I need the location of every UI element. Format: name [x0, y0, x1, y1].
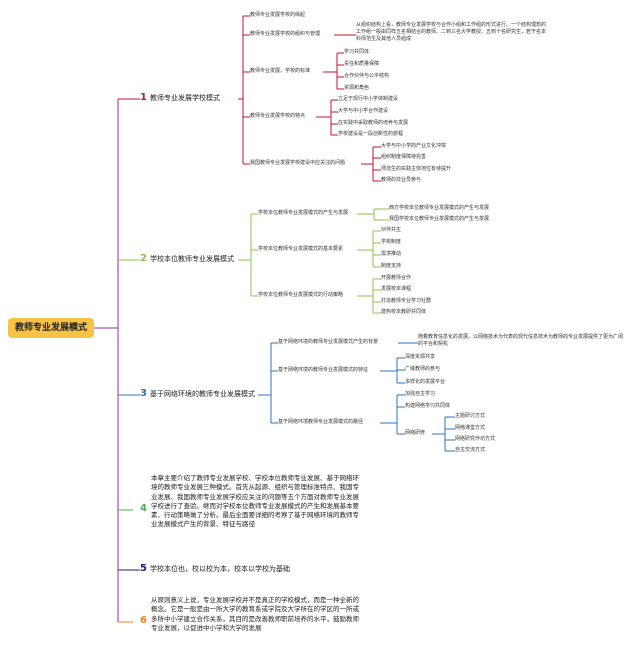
b1-issue-item[interactable]: 大学与中小学的产业文化冲突	[381, 143, 447, 149]
b3-features-node[interactable]: 基于网络环境的教师专业发展模式的特征	[278, 367, 369, 373]
b2-element-item[interactable]: 伙伴共生	[381, 227, 402, 233]
b1-feature-item[interactable]: 学校建设是一段创新性的旅程	[338, 131, 404, 137]
b1-issue-item[interactable]: 组织制度保障待完善	[381, 154, 427, 160]
b3-background-node[interactable]: 基于网络环境的教师专业发展模式产生的背景	[278, 339, 379, 345]
branch-6-number: 6	[140, 615, 147, 626]
b2-strategy-item[interactable]: 发展校本课程	[381, 286, 412, 292]
b1-standard-item[interactable]: 学习共同体	[344, 49, 370, 55]
b3-training-item[interactable]: 网络课堂方式	[455, 425, 486, 431]
b3-path-node[interactable]: 基于网络环境教师专业发展模式的路径	[278, 419, 364, 425]
b3-training-item[interactable]: 自主交流方式	[455, 447, 486, 453]
branch-5-number: 5	[140, 563, 147, 574]
branch-6-summary[interactable]: 从原则意义上说，专业发展学校并不是真正的学校模式，而是一种全新的概念。它是一般是…	[151, 596, 359, 632]
branch-2-number: 2	[140, 253, 147, 264]
b3-training-item[interactable]: 网络研究作坊方式	[455, 436, 496, 442]
b2-strategy-item[interactable]: 开展教师合作	[381, 275, 412, 281]
b1-issues-node[interactable]: 我国教师专业发展学校建设中应关注的问题	[250, 160, 346, 166]
b3-feature-item[interactable]: 广域教师的参与	[405, 366, 441, 372]
b1-features-node[interactable]: 教师专业发展学校的特点	[250, 113, 306, 119]
b1-standard-item[interactable]: 责任和质量保障	[344, 61, 380, 67]
branch-2-label: 学校本位教师专业发展模式	[149, 255, 234, 263]
b3-path-item[interactable]: 构建网络学习共同体	[405, 403, 451, 409]
branch-3-label: 基于网络环境的教师专业发展模式	[149, 390, 255, 398]
b2-origin-item[interactable]: 我国学校本位教师专业发展模式的产生与发展	[389, 216, 490, 222]
b3-path-item[interactable]: 加强自主学习	[405, 391, 436, 397]
b3-background-note: 随着教育信息化的发展，以网络技术为代表的现代信息技术为教师的专业发展提供了更为广…	[418, 334, 624, 347]
b1-standards-node[interactable]: 教师专业发展，学校的标准	[250, 68, 311, 74]
b1-standard-item[interactable]: 合作伙伴与公平结构	[344, 73, 390, 79]
b2-strategy-item[interactable]: 建构校本教研共同体	[381, 309, 427, 315]
b2-element-item[interactable]: 制度支持	[381, 263, 402, 269]
b3-feature-item[interactable]: 深度资源共享	[405, 354, 436, 360]
b2-origin-node[interactable]: 学校本位教师专业发展模式的产生与发展	[258, 210, 349, 216]
branch-5-label: 学校本位也，校以校为本，校本以学校为基础	[149, 565, 290, 573]
b2-element-item[interactable]: 需求推动	[381, 251, 402, 257]
b2-elements-node[interactable]: 学校本位教师专业发展模式的基本要素	[258, 246, 344, 252]
b1-feature-item[interactable]: 在实践中采取教师的培养与发展	[338, 120, 409, 126]
branch-1-number: 1	[140, 92, 147, 103]
branch-3-number: 3	[140, 388, 147, 399]
b1-organization-node[interactable]: 教师专业发展学校的组织与管理	[250, 31, 321, 37]
b2-strategy-node[interactable]: 学校本位教师专业发展模式的行动策略	[258, 292, 344, 298]
b3-online-training-node[interactable]: 网络研修	[405, 430, 426, 436]
branch-4-number: 4	[140, 503, 147, 514]
b1-feature-item[interactable]: 立足于现行中小学体制建设	[338, 96, 399, 102]
b2-strategy-item[interactable]: 打造教师专业学习社群	[381, 298, 432, 304]
b2-element-item[interactable]: 学校制度	[381, 239, 402, 245]
branch-1-label: 教师专业发展学校模式	[149, 94, 220, 102]
branch-4-summary[interactable]: 本章主要介绍了教师专业发展学校、学校本位教师专业发展、基于网络环境的教师专业发展…	[151, 474, 359, 529]
root-topic[interactable]: 教师专业发展模式	[8, 318, 94, 338]
b3-training-item[interactable]: 主题研讨方式	[455, 413, 486, 419]
b1-organization-note: 从组织结构上看，教师专业发展学校与合作小组和工作组的形式进行。一个结构理想的工作…	[356, 22, 547, 42]
b1-feature-item[interactable]: 大学与中小学合作建设	[338, 108, 389, 114]
b1-issue-item[interactable]: 师范生的实践主体地位有待提升	[381, 166, 452, 172]
b2-origin-item[interactable]: 西方学校本位教师专业发展模式的产生与发展	[389, 205, 490, 211]
b1-origin-node[interactable]: 教师专业发展学校的缘起	[250, 12, 306, 18]
b1-standard-item[interactable]: 资源和角色	[344, 85, 370, 91]
b1-issue-item[interactable]: 教师的非业员参与	[381, 177, 422, 183]
b3-feature-item[interactable]: 多样化的发展平台	[405, 379, 446, 385]
